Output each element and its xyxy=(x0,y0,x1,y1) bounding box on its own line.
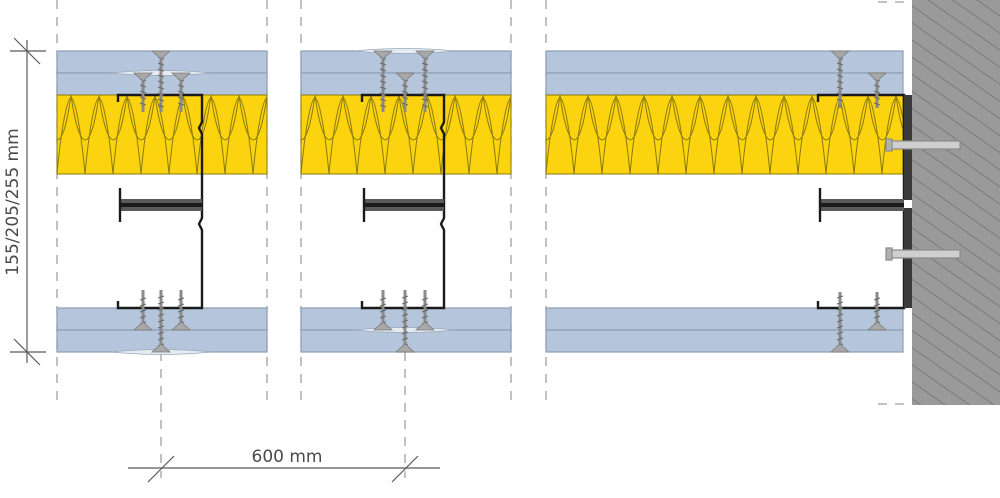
screw xyxy=(866,292,888,331)
screw xyxy=(866,72,888,108)
screw xyxy=(414,290,436,331)
spacing-dimension-label: 600 mm xyxy=(252,447,323,467)
mineral-wool-insulation xyxy=(56,94,904,175)
dashed-guides xyxy=(56,0,912,478)
screw xyxy=(372,290,394,331)
screw xyxy=(414,50,436,112)
plasterboards xyxy=(56,50,904,353)
screw xyxy=(150,290,172,353)
height-dimension xyxy=(10,37,46,366)
spacing-dimension xyxy=(128,455,440,483)
screw xyxy=(150,50,172,112)
screw xyxy=(372,50,394,112)
wall-connection-strip xyxy=(904,95,912,308)
cross-channels xyxy=(118,188,904,222)
screw xyxy=(394,290,416,353)
screw xyxy=(829,292,851,353)
screw xyxy=(394,72,416,112)
screw xyxy=(170,290,192,331)
drywall-screws xyxy=(110,48,888,355)
wall-anchors xyxy=(885,138,961,261)
masonry-wall xyxy=(912,0,1000,405)
screw xyxy=(170,72,192,112)
screw xyxy=(829,50,851,108)
screw xyxy=(132,72,154,112)
height-dimension-label: 155/205/255 mm xyxy=(3,128,23,275)
screw xyxy=(132,290,154,331)
